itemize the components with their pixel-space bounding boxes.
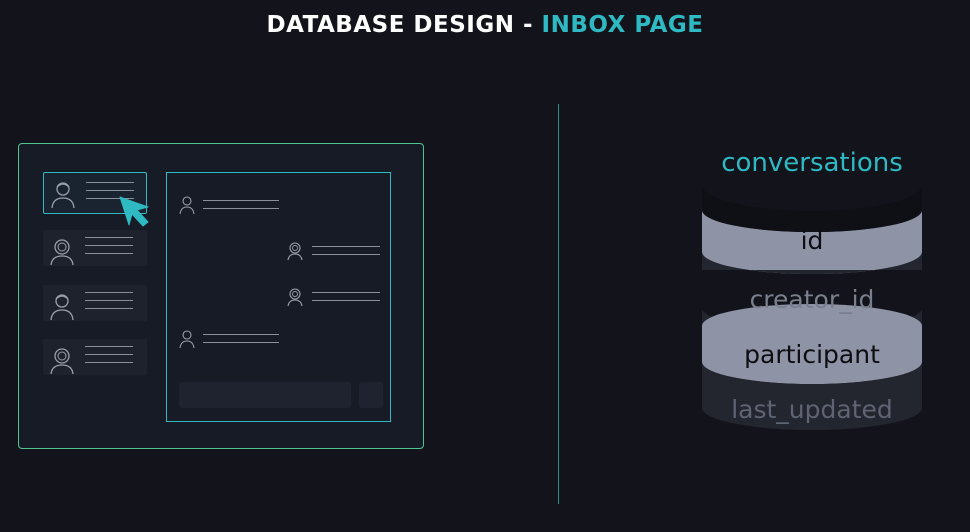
conversation-list-item[interactable] (43, 339, 147, 375)
conversation-list-item[interactable] (43, 230, 147, 266)
message-incoming (179, 329, 279, 353)
send-button[interactable] (359, 382, 383, 408)
user-avatar-icon (51, 182, 75, 209)
user-avatar-icon (287, 288, 303, 307)
message-text-lines (203, 200, 279, 216)
message-outgoing (287, 241, 380, 265)
preview-text-lines (85, 292, 133, 316)
title-accent: INBOX PAGE (541, 12, 704, 38)
user-avatar-icon (50, 294, 74, 321)
db-field-creator-id: creator_id (749, 285, 875, 314)
database-cylinder-graphic (702, 159, 922, 430)
message-text-lines (312, 292, 380, 308)
user-avatar-icon (287, 242, 303, 261)
inbox-mockup-frame (18, 143, 424, 449)
user-avatar-icon (50, 239, 74, 266)
page-title: DATABASE DESIGN - INBOX PAGE (0, 12, 970, 38)
message-incoming (179, 195, 279, 219)
user-avatar-icon (179, 330, 195, 349)
title-main: DATABASE DESIGN - (266, 12, 542, 38)
database-table-cylinder: conversations id creator_id participant … (700, 140, 924, 450)
db-table-name: conversations (721, 148, 903, 178)
user-avatar-icon (179, 196, 195, 215)
chat-panel (166, 172, 391, 422)
preview-text-lines (86, 182, 134, 206)
message-text-lines (203, 334, 279, 350)
message-input[interactable] (179, 382, 351, 408)
user-avatar-icon (50, 348, 74, 375)
message-text-lines (312, 246, 380, 262)
message-outgoing (287, 287, 380, 311)
preview-text-lines (85, 237, 133, 261)
conversation-list-item[interactable] (43, 285, 147, 321)
mouse-pointer-icon (119, 196, 149, 227)
db-field-last-updated: last_updated (731, 395, 893, 424)
db-field-participant: participant (744, 340, 880, 369)
db-field-id: id (800, 226, 824, 255)
conversation-list-item-selected[interactable] (43, 172, 147, 214)
preview-text-lines (85, 346, 133, 370)
section-divider (558, 104, 559, 504)
